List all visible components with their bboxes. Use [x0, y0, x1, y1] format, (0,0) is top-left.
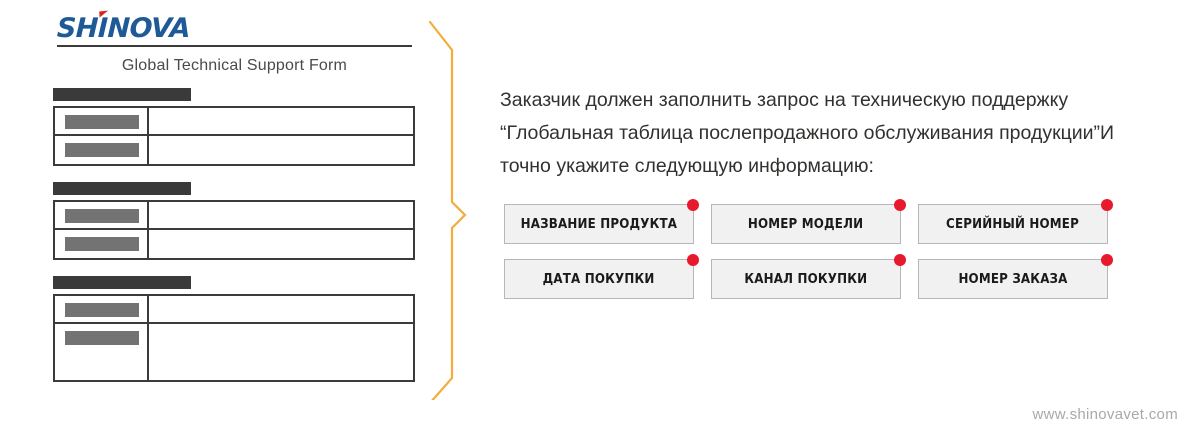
row-label-cell [55, 202, 149, 228]
form-block-1 [53, 88, 415, 166]
tag-label: НАЗВАНИЕ ПРОДУКТА [520, 216, 678, 232]
redacted-label-bar [65, 143, 139, 157]
table-row [55, 324, 413, 380]
row-value-cell[interactable] [149, 296, 413, 322]
redacted-label-bar [65, 303, 139, 317]
table-row [55, 296, 413, 324]
row-value-cell[interactable] [149, 230, 413, 258]
redacted-label-bar [65, 209, 139, 223]
tag-label: СЕРИЙНЫЙ НОМЕР [946, 216, 1080, 232]
form-block-2-table [53, 200, 415, 260]
tag-row-2: ДАТА ПОКУПКИ КАНАЛ ПОКУПКИ НОМЕР ЗАКАЗА [504, 254, 1144, 299]
row-label-cell [55, 136, 149, 164]
tag-label: НОМЕР ЗАКАЗА [958, 271, 1068, 287]
red-dot-marker-icon [687, 254, 699, 266]
form-block-2-header-redacted [53, 182, 191, 195]
tag-label: КАНАЛ ПОКУПКИ [744, 271, 868, 287]
table-row [55, 202, 413, 230]
logo-text-post: NOVA [106, 13, 191, 44]
row-value-cell[interactable] [149, 324, 413, 380]
table-row [55, 230, 413, 258]
form-block-3-table [53, 294, 415, 382]
red-dot-marker-icon [1101, 199, 1113, 211]
row-value-cell[interactable] [149, 136, 413, 164]
red-dot-marker-icon [894, 199, 906, 211]
tag-purchase-date[interactable]: ДАТА ПОКУПКИ [504, 254, 699, 299]
form-block-1-table [53, 106, 415, 166]
redacted-label-bar [65, 331, 139, 345]
row-label-cell [55, 324, 149, 380]
tag-purchase-channel[interactable]: КАНАЛ ПОКУПКИ [711, 254, 906, 299]
right-instructions-panel: Заказчик должен заполнить запрос на техн… [490, 0, 1190, 435]
table-row [55, 136, 413, 164]
form-block-2 [53, 182, 415, 260]
red-dot-marker-icon [894, 254, 906, 266]
row-label-cell [55, 230, 149, 258]
tag-label: ДАТА ПОКУПКИ [543, 271, 655, 287]
tag-row-1: НАЗВАНИЕ ПРОДУКТА НОМЕР МОДЕЛИ СЕРИЙНЫЙ … [504, 199, 1144, 244]
tag-model-number[interactable]: НОМЕР МОДЕЛИ [711, 199, 906, 244]
row-label-cell [55, 296, 149, 322]
page-title: Global Technical Support Form [121, 57, 348, 74]
red-dot-marker-icon [687, 199, 699, 211]
logo-text-pre: SH [56, 13, 99, 44]
tag-product-name[interactable]: НАЗВАНИЕ ПРОДУКТА [504, 199, 699, 244]
row-label-cell [55, 108, 149, 134]
redacted-label-bar [65, 237, 139, 251]
bracket-path [428, 20, 467, 400]
form-block-1-header-redacted [53, 88, 191, 101]
red-dot-marker-icon [1101, 254, 1113, 266]
form-block-3 [53, 276, 415, 382]
required-info-tag-grid: НАЗВАНИЕ ПРОДУКТА НОМЕР МОДЕЛИ СЕРИЙНЫЙ … [504, 199, 1144, 314]
tag-serial-number[interactable]: СЕРИЙНЫЙ НОМЕР [918, 199, 1113, 244]
tag-label: НОМЕР МОДЕЛИ [748, 216, 864, 232]
tag-order-number[interactable]: НОМЕР ЗАКАЗА [918, 254, 1113, 299]
form-block-3-header-redacted [53, 276, 191, 289]
instructions-text: Заказчик должен заполнить запрос на техн… [500, 89, 1115, 177]
website-url[interactable]: www.shinovavet.com [1032, 406, 1178, 423]
row-value-cell[interactable] [149, 202, 413, 228]
header-divider-rule [57, 45, 412, 47]
row-value-cell[interactable] [149, 108, 413, 134]
table-row [55, 108, 413, 136]
redacted-label-bar [65, 115, 139, 129]
